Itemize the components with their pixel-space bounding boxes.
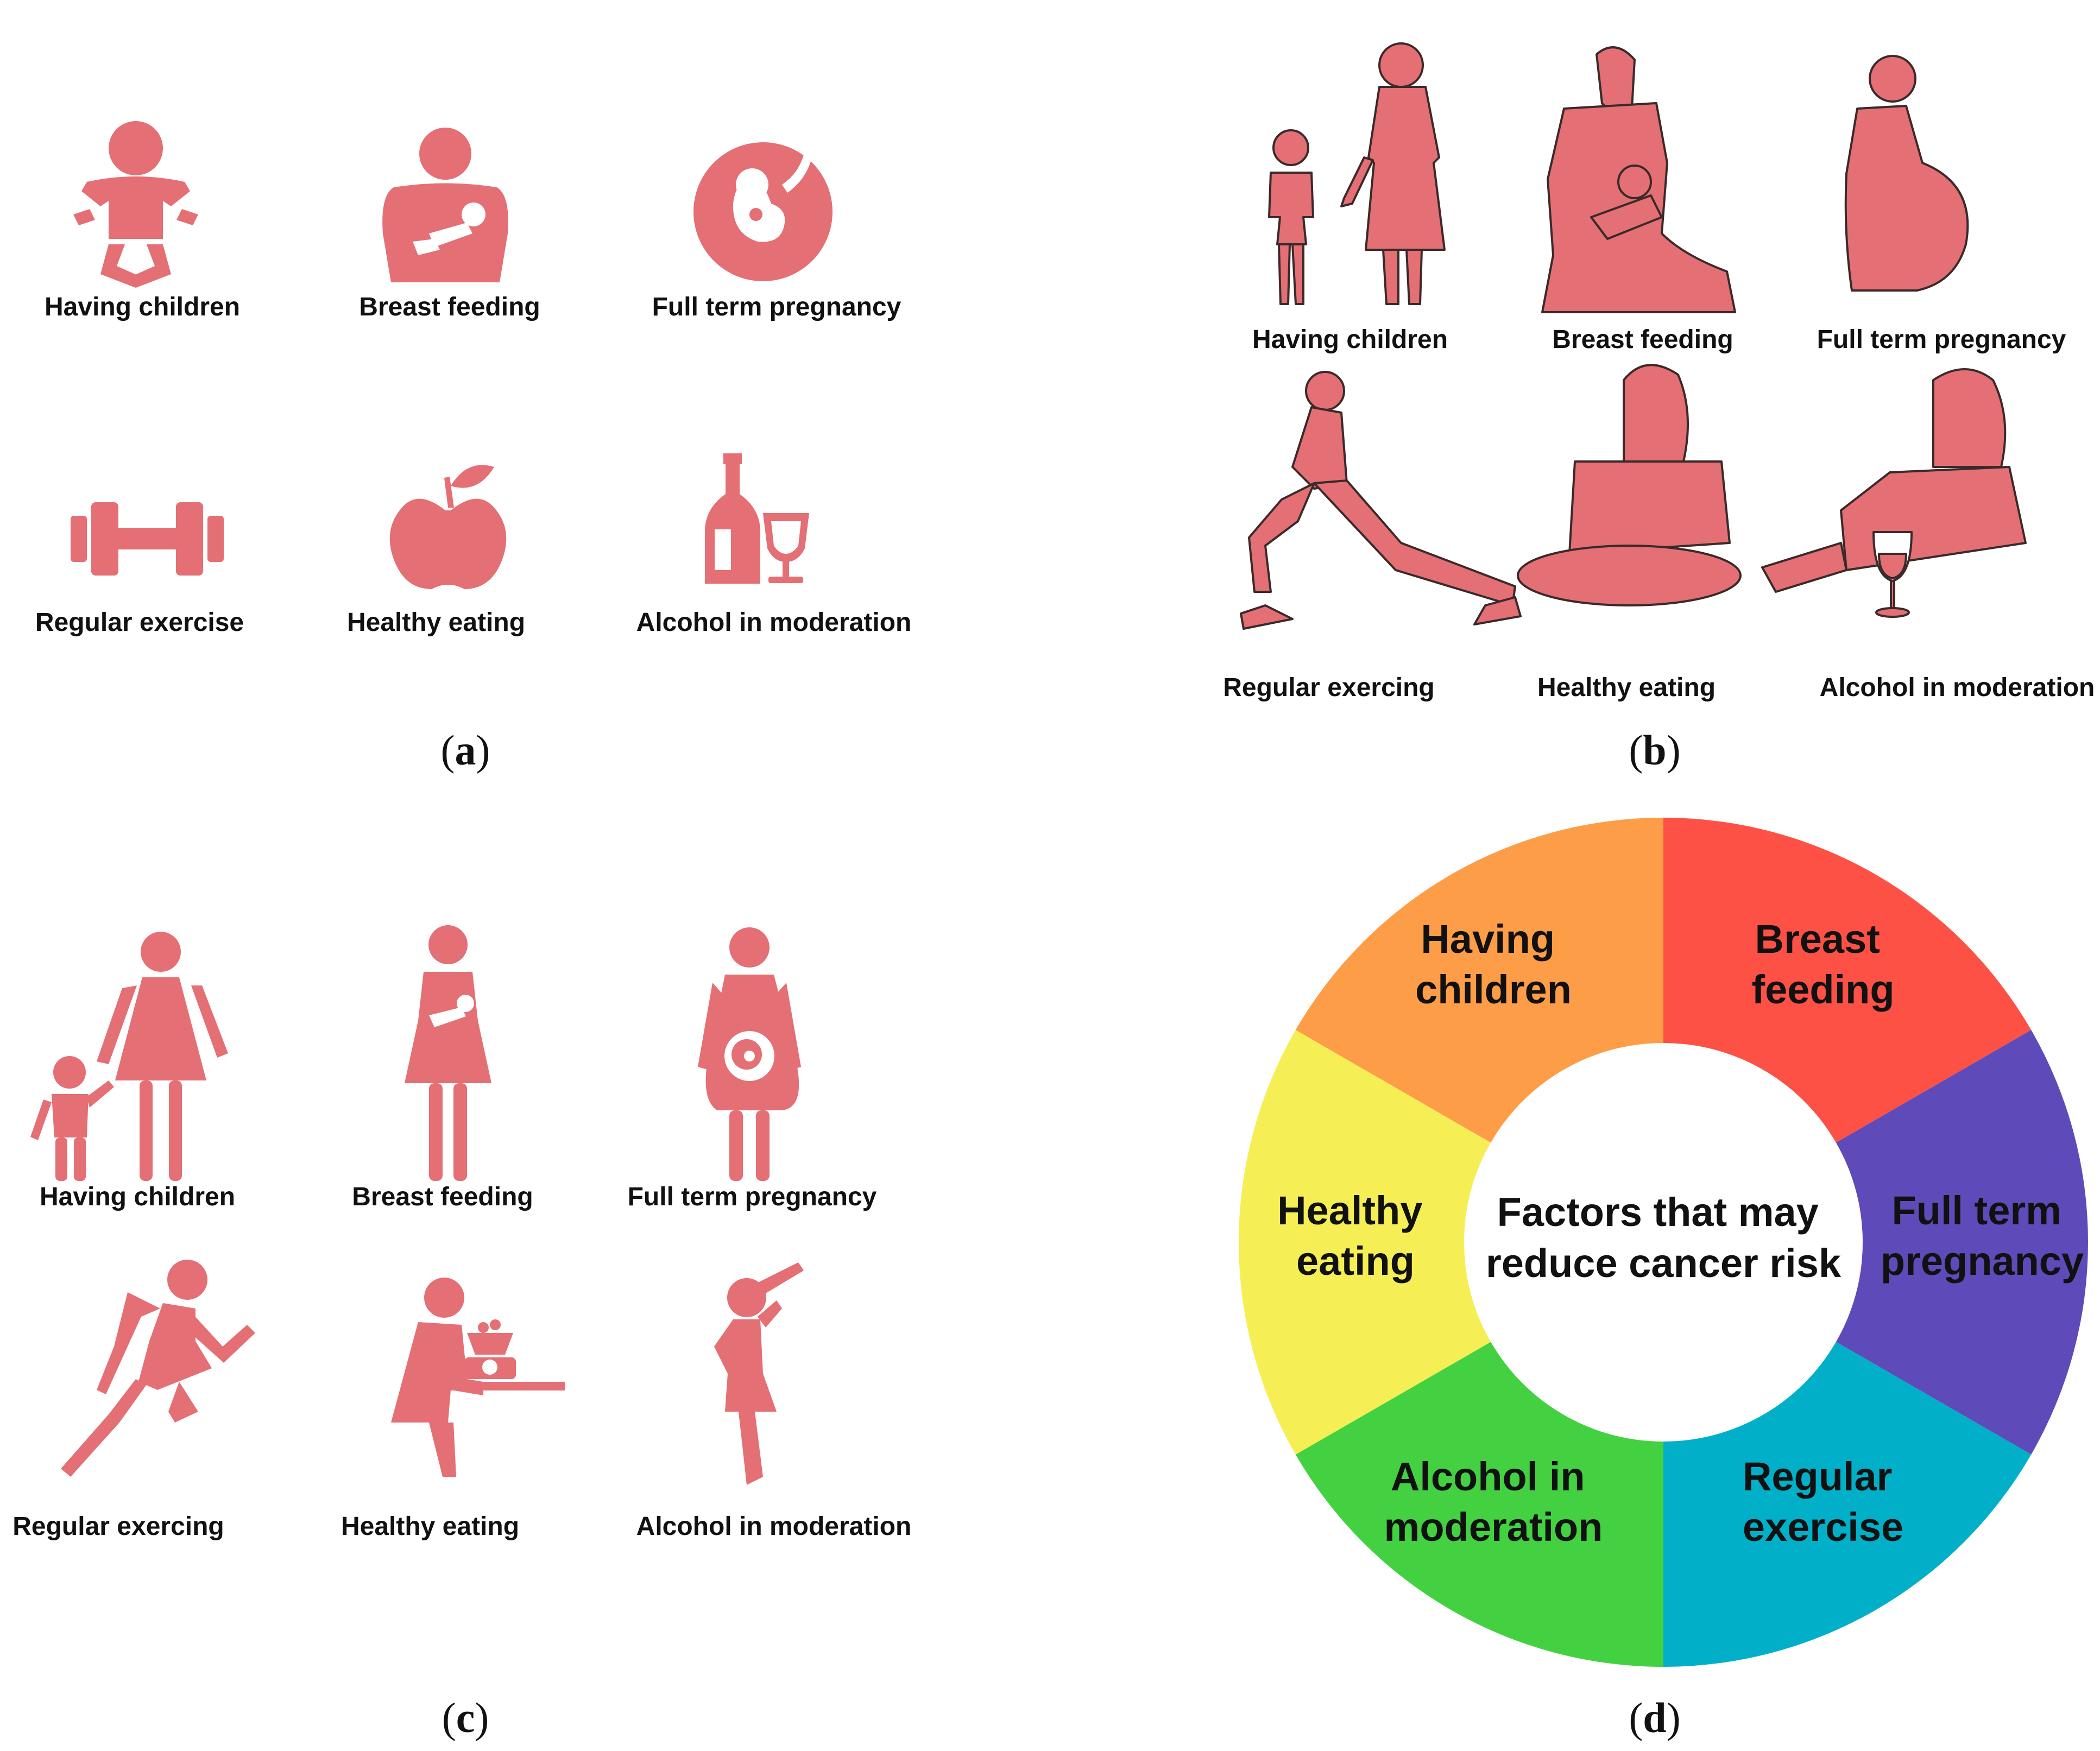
label-c-regular-exercing: Regular exercing bbox=[12, 1512, 224, 1541]
donut-center bbox=[1464, 1043, 1863, 1442]
segment-label-breast-feeding: Breast feeding bbox=[1751, 916, 1894, 1012]
woman-with-child-icon bbox=[30, 932, 228, 1181]
segment-label-regular-exercise: Regular exercise bbox=[1743, 1454, 1903, 1550]
label-c-having-children: Having children bbox=[40, 1183, 235, 1211]
label-b-alcohol-in-moderation: Alcohol in moderation bbox=[1820, 673, 2095, 702]
panel-c bbox=[30, 925, 804, 1485]
label-a-regular-exercise: Regular exercise bbox=[35, 608, 244, 637]
dumbbell-icon bbox=[71, 502, 224, 576]
woman-eating-salad-illustration bbox=[1517, 364, 1742, 606]
breastfeeding-icon bbox=[382, 128, 508, 282]
pregnant-woman-icon bbox=[698, 927, 801, 1181]
nursing-mother-illustration bbox=[1541, 46, 1736, 313]
label-a-alcohol-in-moderation: Alcohol in moderation bbox=[636, 608, 912, 637]
panel-b-labels: Having children Breast feeding Full term… bbox=[1223, 325, 2095, 702]
label-b-regular-exercing: Regular exercing bbox=[1223, 673, 1434, 702]
label-b-full-term-pregnancy: Full term pregnancy bbox=[1817, 325, 2066, 354]
panel-a bbox=[71, 121, 833, 589]
segment-alcohol-in-moderation bbox=[1239, 1030, 1663, 1455]
running-woman-icon bbox=[61, 1260, 255, 1477]
caption-c: (c) bbox=[442, 1694, 489, 1741]
segment-label-healthy-eating: Healthy eating bbox=[1277, 1188, 1434, 1284]
label-a-healthy-eating: Healthy eating bbox=[347, 608, 525, 637]
woman-drinking-icon bbox=[714, 1262, 804, 1485]
segment-breast-feeding bbox=[1663, 1030, 2088, 1455]
segment-label-having-children: Having children bbox=[1415, 916, 1572, 1012]
segment-label-full-term-pregnancy: Full term pregnancy bbox=[1881, 1188, 2084, 1284]
panel-c-labels: Having children Breast feeding Full term… bbox=[12, 1183, 911, 1541]
mother-child-illustration bbox=[1268, 42, 1446, 305]
label-b-breast-feeding: Breast feeding bbox=[1552, 325, 1733, 354]
panel-b bbox=[1240, 42, 2027, 630]
woman-holding-baby-icon bbox=[405, 925, 491, 1181]
ring-labels: Having children Breast feeding Full term… bbox=[1277, 916, 2084, 1550]
caption-d: (d) bbox=[1629, 1694, 1680, 1741]
pregnant-woman-illustration bbox=[1844, 55, 1969, 292]
label-c-breast-feeding: Breast feeding bbox=[352, 1183, 533, 1211]
label-c-alcohol-in-moderation: Alcohol in moderation bbox=[636, 1512, 912, 1541]
label-a-full-term-pregnancy: Full term pregnancy bbox=[652, 293, 901, 321]
caption-a: (a) bbox=[441, 726, 490, 774]
panel-d: Having children Breast feeding Full term… bbox=[1239, 817, 2088, 1667]
label-c-full-term-pregnancy: Full term pregnancy bbox=[628, 1183, 877, 1211]
lunge-stretch-illustration bbox=[1240, 371, 1522, 630]
panel-a-labels: Having children Breast feeding Full term… bbox=[35, 293, 911, 637]
woman-at-table-scale-icon bbox=[391, 1278, 565, 1477]
label-a-breast-feeding: Breast feeding bbox=[359, 293, 540, 321]
label-b-healthy-eating: Healthy eating bbox=[1537, 673, 1716, 702]
center-title: Factors that may reduce cancer risk bbox=[1486, 1190, 1842, 1286]
label-b-having-children: Having children bbox=[1252, 325, 1448, 354]
baby-icon bbox=[73, 121, 198, 288]
woman-pouring-wine-illustration bbox=[1761, 368, 2027, 618]
fetus-icon bbox=[693, 142, 833, 281]
label-c-healthy-eating: Healthy eating bbox=[341, 1512, 519, 1541]
label-a-having-children: Having children bbox=[45, 293, 240, 321]
segment-label-alcohol-in-moderation: Alcohol in moderation bbox=[1384, 1454, 1603, 1550]
wine-bottle-glass-icon bbox=[705, 453, 809, 584]
caption-b: (b) bbox=[1629, 726, 1680, 774]
apple-icon bbox=[389, 465, 507, 589]
